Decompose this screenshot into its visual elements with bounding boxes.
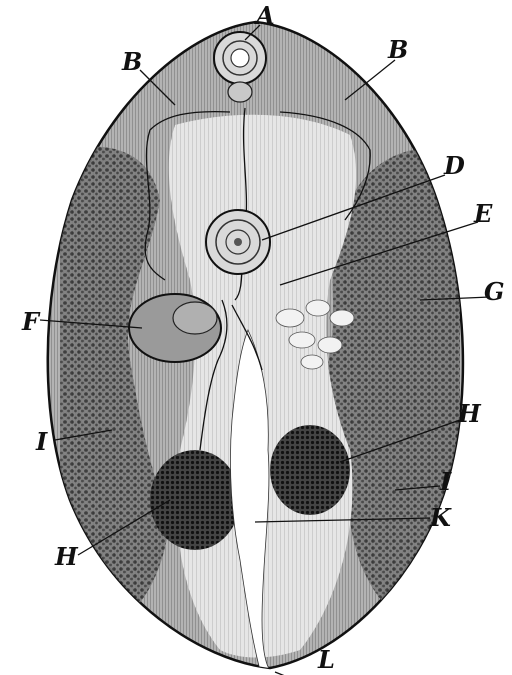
label-G: G [484, 277, 505, 306]
label-F: F [21, 307, 41, 336]
label-K: K [429, 503, 452, 532]
label-H-right: H [457, 399, 482, 428]
label-I-right: I [439, 467, 452, 496]
label-L: L [317, 645, 335, 674]
label-D: D [443, 151, 465, 180]
label-A: A [254, 1, 275, 30]
uterus-right-mass [270, 425, 350, 515]
label-B-right: B [387, 35, 408, 64]
label-E: E [473, 199, 493, 228]
ovary [129, 294, 221, 362]
uterus-left-mass [150, 450, 240, 550]
ventral-sucker [206, 210, 270, 274]
label-H-left: H [54, 542, 79, 571]
label-B-left: B [121, 47, 142, 76]
label-I-left: I [35, 427, 48, 456]
